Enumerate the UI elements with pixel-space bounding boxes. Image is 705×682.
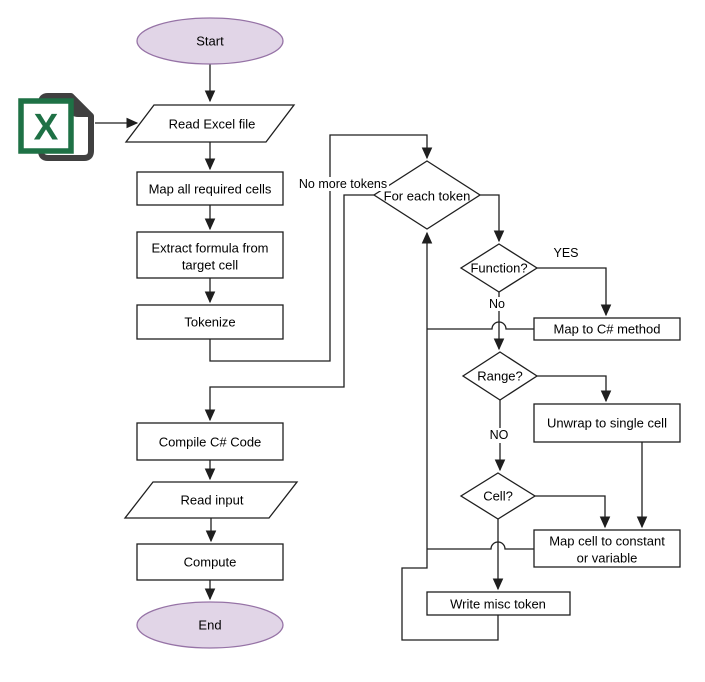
edge-range-to-unwrap bbox=[537, 375, 612, 403]
read-excel-file-label: Read Excel file bbox=[169, 117, 256, 132]
node-extract-formula: Extract formula from target cell bbox=[136, 231, 284, 279]
node-compile-csharp-code: Compile C# Code bbox=[136, 422, 284, 461]
end-label: End bbox=[198, 618, 221, 633]
map-method-label: Map to C# method bbox=[554, 322, 661, 337]
unwrap-label: Unwrap to single cell bbox=[547, 416, 667, 431]
no-more-tokens-label-bg bbox=[298, 177, 389, 191]
range-no-label: NO bbox=[490, 428, 509, 442]
excel-x-letter: X bbox=[34, 107, 59, 148]
node-start: Start bbox=[136, 17, 284, 65]
no-label-bg bbox=[486, 297, 508, 311]
write-misc-label: Write misc token bbox=[450, 597, 546, 612]
node-end: End bbox=[136, 601, 284, 649]
edge-for-each-no-more-tokens-to-compile bbox=[204, 194, 374, 422]
node-map-all-required-cells: Map all required cells bbox=[136, 171, 284, 206]
node-map-to-csharp-method: Map to C# method bbox=[533, 317, 681, 341]
node-compute: Compute bbox=[136, 543, 284, 581]
function-yes-label: YES bbox=[553, 246, 578, 260]
node-write-misc-token: Write misc token bbox=[426, 591, 571, 616]
no-more-tokens-label: No more tokens bbox=[299, 177, 387, 191]
edge-tokenize-to-for-each bbox=[209, 134, 433, 362]
edge-map-method-return bbox=[427, 321, 534, 330]
compute-label: Compute bbox=[184, 555, 237, 570]
edge-for-each-to-function bbox=[480, 194, 505, 243]
node-read-input: Read input bbox=[123, 481, 299, 519]
edge-map-cell-return bbox=[427, 541, 534, 550]
edge-write-misc-loop-to-for-each bbox=[401, 231, 499, 641]
map-cell-label-line2: or variable bbox=[577, 551, 638, 566]
edge-labels: No more tokens YES No NO bbox=[298, 177, 581, 443]
range-label: Range? bbox=[477, 369, 523, 384]
map-cell-label-line1: Map cell to constant bbox=[549, 534, 665, 549]
function-no-label: No bbox=[489, 297, 505, 311]
document-fold-icon bbox=[70, 95, 92, 117]
map-cells-label: Map all required cells bbox=[149, 182, 272, 197]
node-unwrap-to-single-cell: Unwrap to single cell bbox=[533, 403, 681, 443]
node-function-decision: Function? bbox=[459, 243, 539, 293]
excel-file-icon: X bbox=[18, 93, 94, 161]
tokenize-label: Tokenize bbox=[184, 315, 235, 330]
cell-label: Cell? bbox=[483, 489, 513, 504]
range-no-label-bg bbox=[486, 428, 511, 443]
for-each-token-label: For each token bbox=[384, 189, 471, 204]
start-label: Start bbox=[196, 34, 224, 49]
extract-label-line1: Extract formula from bbox=[151, 241, 268, 256]
node-range-decision: Range? bbox=[461, 351, 539, 401]
node-cell-decision: Cell? bbox=[459, 472, 537, 520]
extract-label-line2: target cell bbox=[182, 258, 238, 273]
node-tokenize: Tokenize bbox=[136, 304, 284, 340]
compile-label: Compile C# Code bbox=[159, 435, 262, 450]
read-input-label: Read input bbox=[181, 493, 244, 508]
node-for-each-token: For each token bbox=[372, 160, 482, 230]
edge-cell-to-map-cell bbox=[535, 495, 611, 529]
node-read-excel-file: Read Excel file bbox=[124, 104, 296, 143]
yes-label-bg bbox=[551, 246, 581, 260]
excel-square-icon bbox=[18, 98, 74, 154]
edge-function-yes-to-map-method bbox=[537, 267, 612, 317]
function-label: Function? bbox=[470, 261, 527, 276]
node-map-cell-to-constant: Map cell to constant or variable bbox=[533, 529, 681, 568]
